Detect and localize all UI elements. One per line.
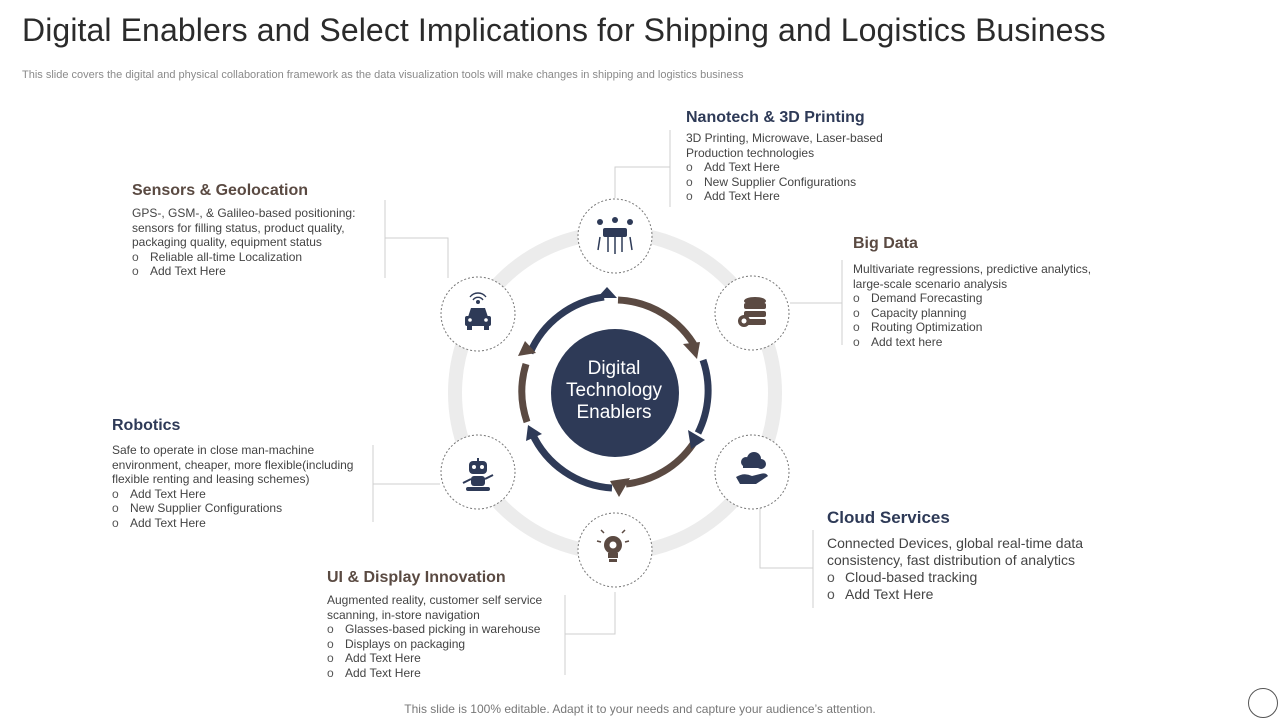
- arrowhead-top: [597, 287, 617, 298]
- arc-segment-3: [694, 358, 712, 435]
- node-cloud: [714, 434, 790, 510]
- list-item: New Supplier Configurations: [686, 175, 916, 190]
- robotics-heading: Robotics: [112, 417, 181, 434]
- ui-display-heading: UI & Display Innovation: [327, 569, 506, 586]
- list-item: Routing Optimization: [853, 320, 1123, 335]
- robotics-description: Safe to operate in close man-machine env…: [112, 443, 354, 486]
- list-item: Capacity planning: [853, 306, 1123, 321]
- list-item: Add Text Here: [327, 651, 557, 666]
- list-item: Add Text Here: [112, 487, 367, 502]
- ui-display-bullets: Glasses-based picking in warehouse Displ…: [327, 622, 557, 680]
- sensors-heading: Sensors & Geolocation: [132, 182, 309, 199]
- lightbulb-gear-icon: [596, 529, 630, 562]
- sensors-description: GPS-, GSM-, & Galileo-based positioning:…: [132, 206, 356, 249]
- arrowhead-upper-left: [518, 341, 536, 356]
- sensors-bullets: Reliable all-time Localization Add Text …: [132, 250, 372, 279]
- corner-circle: [1248, 688, 1278, 718]
- list-item: Add Text Here: [112, 516, 367, 531]
- center-label-line-3: Enablers: [576, 402, 652, 423]
- list-item: Cloud-based tracking: [827, 569, 1107, 586]
- arc-segment-5: [528, 431, 613, 492]
- connected-car-icon: [465, 292, 491, 330]
- list-item: Add Text Here: [827, 586, 1107, 603]
- slide-footer: This slide is 100% editable. Adapt it to…: [404, 702, 876, 716]
- database-gear-icon: [738, 297, 766, 327]
- list-item: Add Text Here: [686, 189, 916, 204]
- list-item: Displays on packaging: [327, 637, 557, 652]
- ui-display-description: Augmented reality, customer self service…: [327, 593, 543, 622]
- nanotech-bullets: Add Text Here New Supplier Configuration…: [686, 160, 916, 204]
- arc-segment-4: [625, 441, 696, 488]
- cloud-block: Cloud Services Connected Devices, global…: [827, 508, 1107, 603]
- center-label-line-2: Technology: [565, 380, 663, 401]
- cloud-bullets: Cloud-based tracking Add Text Here: [827, 569, 1107, 603]
- slide-subtitle: This slide covers the digital and physic…: [22, 69, 744, 81]
- list-item: Add Text Here: [132, 264, 372, 279]
- slide-title: Digital Enablers and Select Implications…: [22, 12, 1106, 48]
- center-label: Digital Technology Enablers: [548, 358, 680, 424]
- nanotech-heading: Nanotech & 3D Printing: [686, 109, 865, 126]
- list-item: Add Text Here: [686, 160, 916, 175]
- bigdata-bullets: Demand Forecasting Capacity planning Rou…: [853, 291, 1123, 349]
- list-item: New Supplier Configurations: [112, 501, 367, 516]
- ui-display-block: UI & Display Innovation Augmented realit…: [327, 569, 557, 680]
- list-item: Demand Forecasting: [853, 291, 1123, 306]
- cloud-hand-icon: [736, 452, 768, 484]
- center-circle: [551, 329, 679, 457]
- sensors-block: Sensors & Geolocation GPS-, GSM-, & Gali…: [132, 182, 372, 279]
- arrow-ring: [518, 293, 712, 492]
- nanotech-block: Nanotech & 3D Printing 3D Printing, Micr…: [686, 109, 916, 204]
- cloud-heading: Cloud Services: [827, 508, 950, 527]
- list-item: Reliable all-time Localization: [132, 250, 372, 265]
- list-item: Add Text Here: [327, 666, 557, 681]
- arrowhead-upper-right: [683, 342, 700, 359]
- robot-icon: [462, 458, 494, 491]
- connector-nanotech: [614, 166, 670, 198]
- cloud-description: Connected Devices, global real-time data…: [827, 535, 1084, 568]
- connector-ui: [565, 592, 616, 635]
- arrowhead-lower-left: [526, 425, 542, 441]
- robotics-bullets: Add Text Here New Supplier Configuration…: [112, 487, 367, 531]
- arc-segment-2: [617, 296, 700, 350]
- bigdata-block: Big Data Multivariate regressions, predi…: [853, 235, 1123, 349]
- connector-lines: [372, 130, 843, 675]
- robotics-block: Robotics Safe to operate in close man-ma…: [112, 417, 367, 530]
- bigdata-description: Multivariate regressions, predictive ana…: [853, 262, 1092, 291]
- connector-sensors: [385, 237, 449, 278]
- arrow-heads: [518, 287, 705, 497]
- list-item: Glasses-based picking in warehouse: [327, 622, 557, 637]
- arc-segment-1: [526, 293, 605, 355]
- center-label-line-1: Digital: [587, 358, 641, 379]
- bigdata-heading: Big Data: [853, 235, 918, 252]
- arc-segment-6: [518, 362, 531, 424]
- robot-network-icon: [597, 217, 633, 254]
- nanotech-description: 3D Printing, Microwave, Laser-based Prod…: [686, 131, 883, 160]
- arrowhead-bottom: [610, 478, 630, 497]
- connector-cloud: [759, 508, 813, 569]
- arrowhead-lower-right: [688, 430, 705, 449]
- list-item: Add text here: [853, 335, 1123, 350]
